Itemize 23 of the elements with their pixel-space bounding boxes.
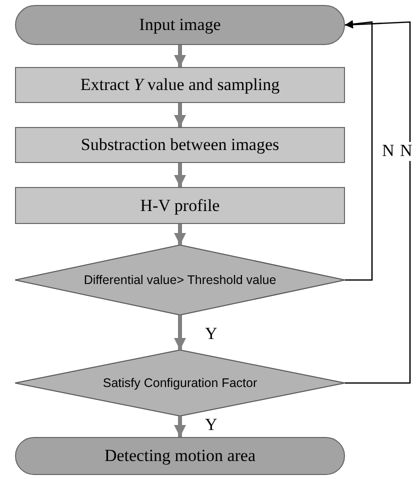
terminal-box bbox=[15, 437, 345, 475]
down-arrow bbox=[174, 315, 186, 350]
node-label: H-V profile bbox=[140, 196, 220, 216]
down-arrow bbox=[174, 45, 186, 67]
loop-back-arrow bbox=[344, 20, 373, 281]
loop-back-arrow bbox=[344, 20, 411, 384]
edge-label: N bbox=[398, 142, 414, 161]
decision-diamond bbox=[15, 245, 345, 315]
node-label: Detecting motion area bbox=[104, 446, 256, 466]
down-arrow bbox=[174, 224, 186, 245]
down-arrow bbox=[174, 163, 186, 187]
process-box bbox=[15, 127, 345, 163]
node-label: Extract Y value and sampling bbox=[80, 75, 280, 95]
down-arrow bbox=[174, 416, 186, 437]
terminal-box bbox=[15, 5, 345, 45]
node-label: Differential value> Threshold value bbox=[84, 273, 276, 287]
process-box bbox=[15, 67, 345, 103]
decision-diamond bbox=[15, 350, 345, 416]
down-arrow bbox=[174, 103, 186, 127]
process-box bbox=[15, 187, 345, 224]
node-label: Input image bbox=[139, 15, 221, 35]
node-label: Substraction between images bbox=[80, 135, 280, 155]
node-label: Satisfy Configuration Factor bbox=[102, 376, 258, 390]
